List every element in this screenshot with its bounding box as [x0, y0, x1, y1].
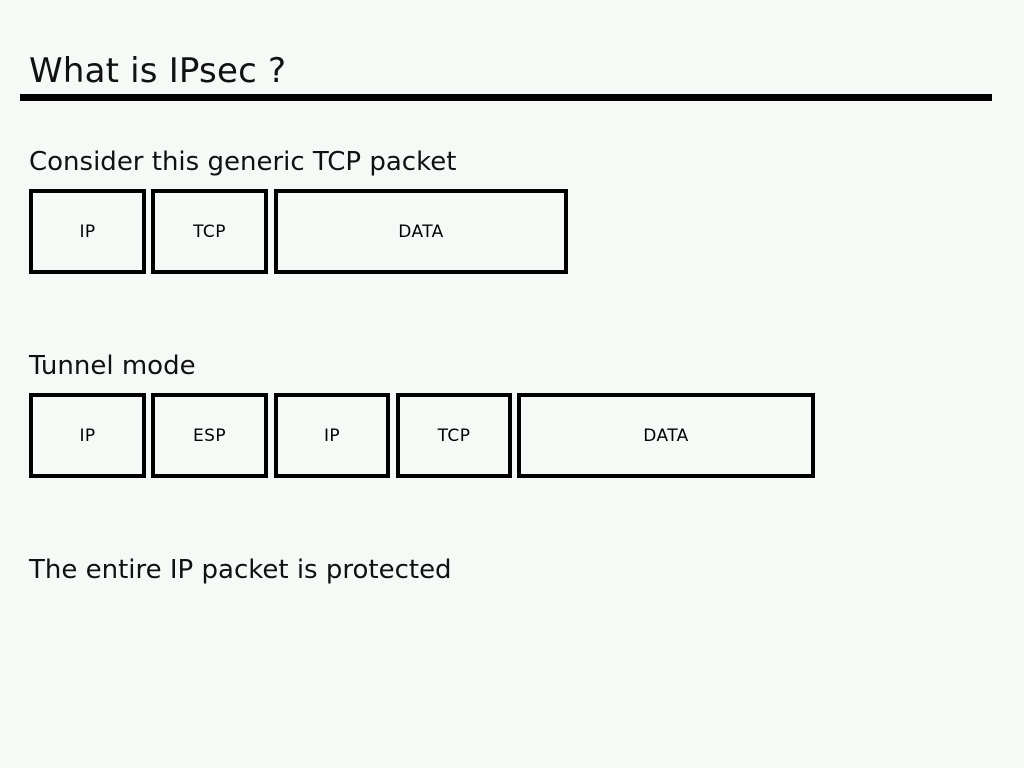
packet-field-label: TCP [437, 425, 471, 446]
protection-note: The entire IP packet is protected [29, 555, 452, 585]
packet-field-label: DATA [398, 221, 444, 242]
packet-field-label: IP [323, 425, 341, 446]
packet-field-tcp: TCP [396, 393, 512, 478]
page-title: What is IPsec ? [29, 51, 287, 91]
packet-field-label: ESP [193, 425, 226, 446]
tunnel-mode-caption: Tunnel mode [29, 351, 196, 381]
packet-field-ip: IP [29, 189, 146, 274]
packet-field-data: DATA [517, 393, 815, 478]
packet-field-label: IP [79, 425, 96, 446]
packet-field-esp: ESP [151, 393, 268, 478]
title-divider [20, 94, 992, 101]
packet-field-label: DATA [643, 425, 689, 446]
generic-packet-caption: Consider this generic TCP packet [29, 147, 457, 177]
packet-field-data: DATA [274, 189, 568, 274]
packet-field-ip: IP [274, 393, 390, 478]
packet-field-ip: IP [29, 393, 146, 478]
packet-field-label: TCP [193, 221, 226, 242]
packet-field-tcp: TCP [151, 189, 268, 274]
packet-field-label: IP [79, 221, 96, 242]
